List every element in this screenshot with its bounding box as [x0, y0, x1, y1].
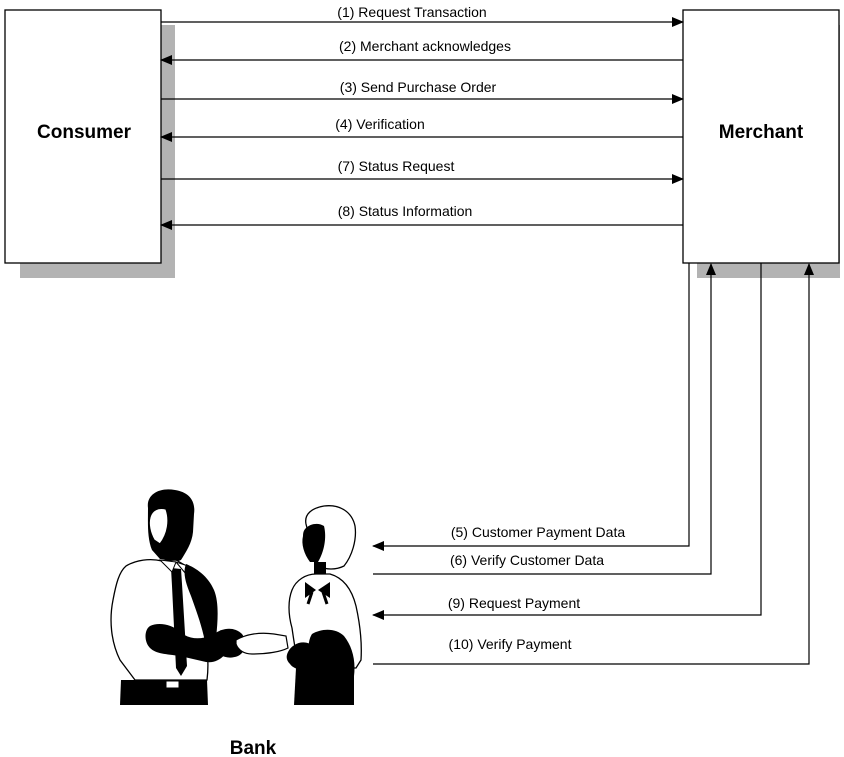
label-5: (5) Customer Payment Data: [451, 524, 625, 540]
bank-people-handshake-icon: [110, 489, 362, 705]
woman-silhouette: [286, 505, 362, 705]
label-10: (10) Verify Payment: [449, 636, 572, 652]
merchant-box: Merchant: [682, 9, 840, 278]
label-8: (8) Status Information: [338, 203, 473, 219]
label-9: (9) Request Payment: [448, 595, 580, 611]
man-silhouette: [110, 489, 230, 705]
merchant-box-frame: [682, 9, 840, 264]
arrow-9: [372, 263, 762, 620]
consumer-box: Consumer: [4, 9, 175, 278]
arrow-10: [373, 263, 814, 665]
arrow-6: [373, 263, 716, 575]
label-7: (7) Status Request: [338, 158, 455, 174]
merchant-bank-messages: (5) Customer Payment Data (6) Verify Cus…: [372, 263, 814, 665]
label-4: (4) Verification: [335, 116, 424, 132]
consumer-label: Consumer: [37, 122, 132, 143]
consumer-box-frame: [4, 9, 162, 264]
arrow-5: [372, 263, 690, 551]
label-2: (2) Merchant acknowledges: [339, 38, 511, 54]
label-6: (6) Verify Customer Data: [450, 552, 604, 568]
consumer-merchant-messages: (1) Request Transaction (2) Merchant ack…: [160, 4, 684, 230]
merchant-label: Merchant: [719, 122, 804, 143]
label-3: (3) Send Purchase Order: [340, 79, 497, 95]
handshake: [214, 628, 289, 658]
label-1: (1) Request Transaction: [337, 4, 486, 20]
bank-label: Bank: [230, 738, 277, 757]
